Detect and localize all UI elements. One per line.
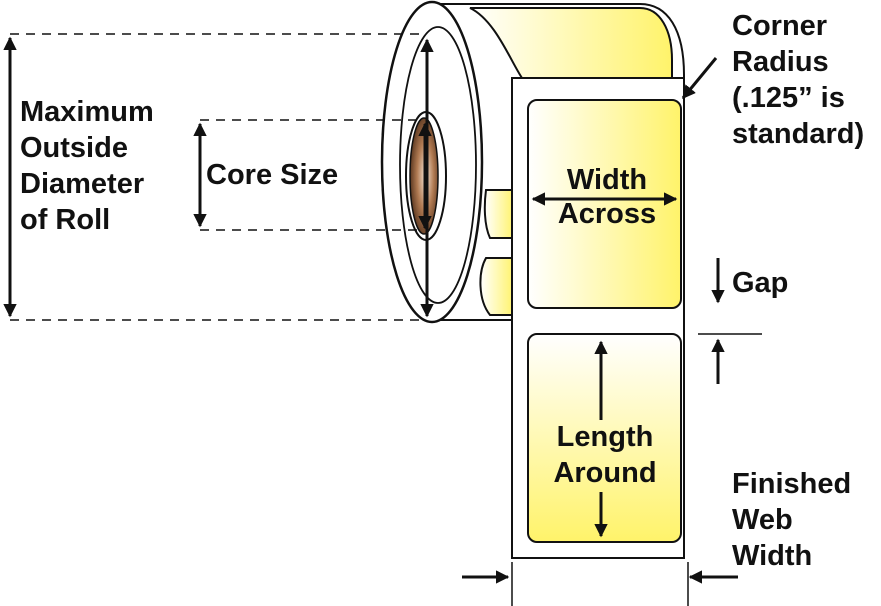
core-size-label: Core Size xyxy=(206,159,339,191)
width-across-label: Width Across xyxy=(557,164,657,230)
max-diameter-label: Maximum Outside Diameter of Roll xyxy=(20,96,154,236)
gap-label: Gap xyxy=(732,267,789,299)
label-bottom xyxy=(527,333,682,543)
roll-side-label-2 xyxy=(479,257,515,316)
corner-radius-label: Corner Radius (.125” is standard) xyxy=(732,10,865,150)
dimension-dashes xyxy=(10,33,420,321)
roll-side-label-1 xyxy=(483,189,515,239)
roll-face xyxy=(380,0,484,324)
finished-web-width-label: Finished Web Width xyxy=(732,468,852,572)
dimension-arrows xyxy=(3,36,738,584)
extension-lines xyxy=(511,333,762,606)
corner-radius-pointer xyxy=(681,57,718,100)
length-around-label: Length Around xyxy=(553,421,657,489)
